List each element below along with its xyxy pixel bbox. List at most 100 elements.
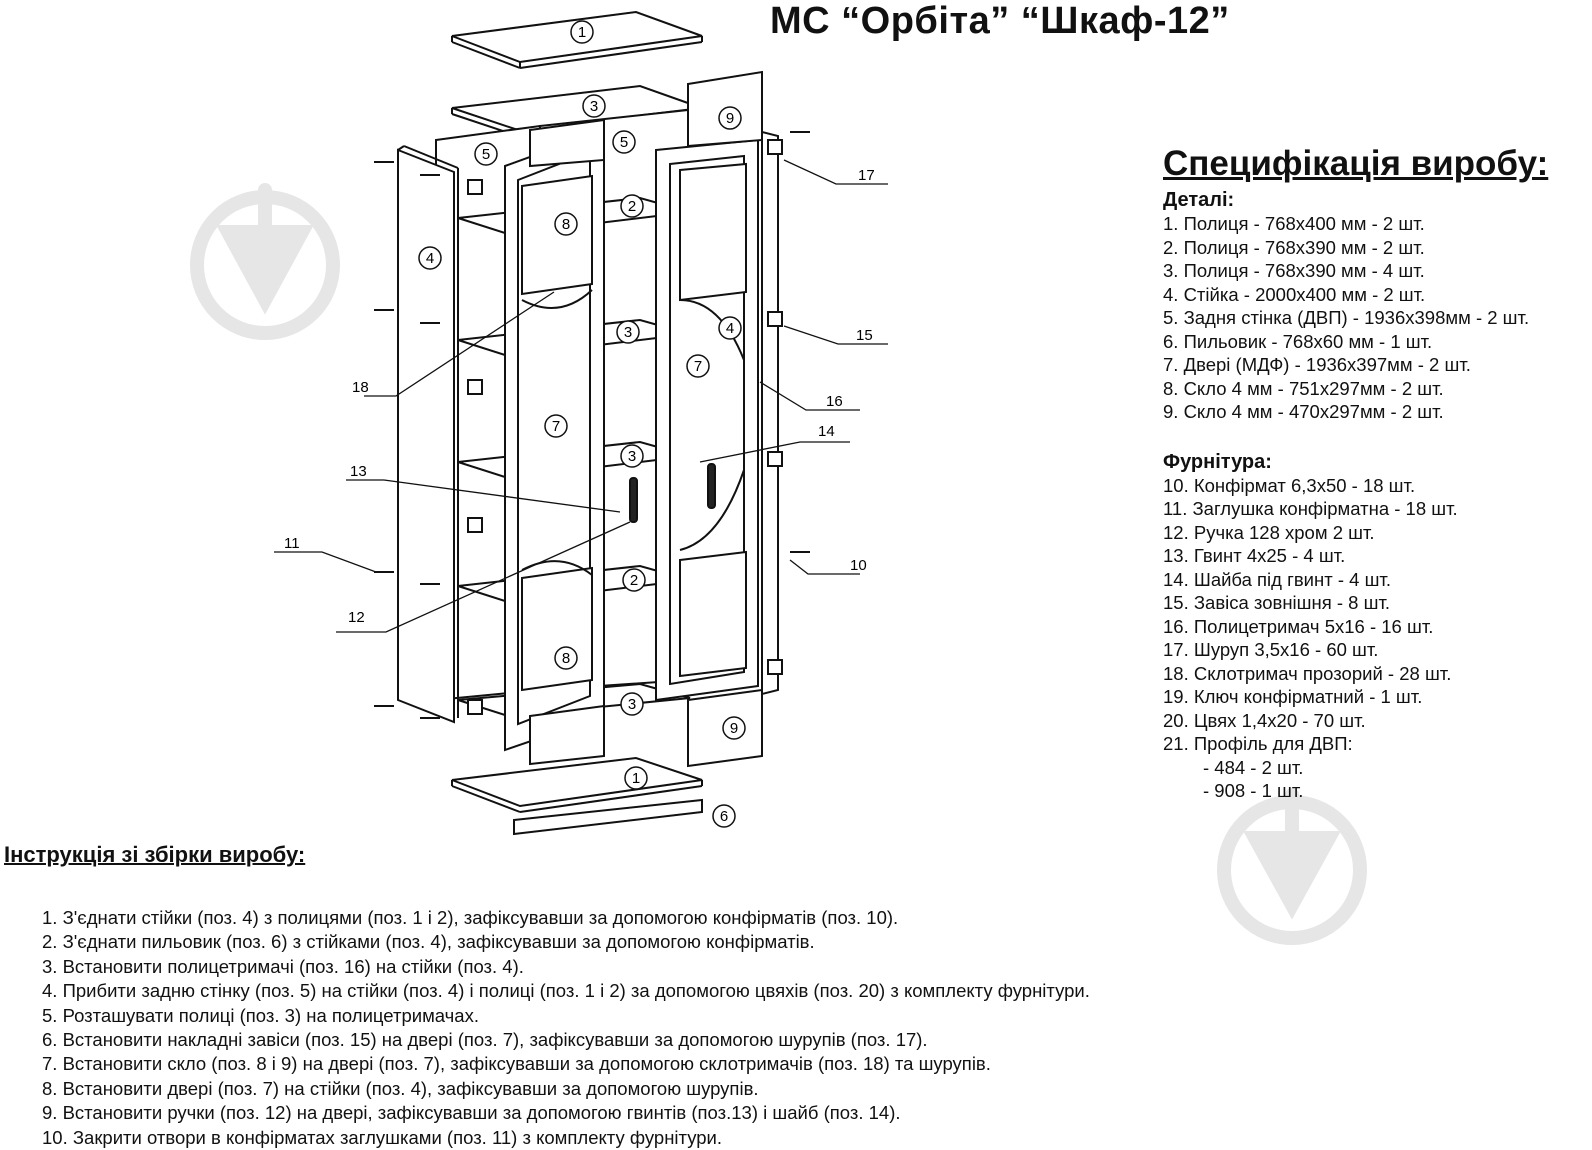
part-6-label: 6: [720, 808, 728, 825]
detail-item: 8. Скло 4 мм - 751х297мм - 2 шт.: [1163, 377, 1444, 399]
part-7-label: 7: [552, 418, 560, 435]
diagram-title: МС “Орбіта” “Шкаф-12”: [770, 0, 1230, 42]
hardware-subitem: - 908 - 1 шт.: [1203, 780, 1304, 801]
leader-lines: [274, 159, 888, 633]
part-9-label: 9: [730, 720, 738, 737]
part-5-label: 5: [482, 146, 490, 163]
callout-15: 15: [856, 327, 873, 344]
hardware-item: 12. Ручка 128 хром 2 шт.: [1163, 521, 1375, 543]
hardware-title: Фурнітура:: [1163, 450, 1272, 473]
hinge-4: [767, 659, 783, 675]
instruction-step: 4. Прибити задню стінку (поз. 5) на стій…: [42, 980, 1090, 1002]
specification-title: Специфікація виробу:: [1163, 144, 1549, 183]
door-curve-1: [521, 289, 593, 309]
details-list: 1. Полиця - 768х400 мм - 2 шт. 2. Полиця…: [1163, 212, 1588, 424]
hardware-item: 19. Ключ конфірматний - 1 шт.: [1163, 686, 1423, 707]
side-post-right: [761, 130, 779, 696]
detail-item: 3. Полиця - 768х390 мм - 4 шт.: [1163, 260, 1425, 281]
bracket-2: [467, 379, 483, 395]
detail-item: 4. Стійка - 2000х400 мм - 2 шт.: [1163, 283, 1426, 305]
part-3-label: 3: [590, 98, 598, 115]
part-4-label: 4: [426, 250, 434, 267]
callout-10: 10: [850, 557, 867, 574]
instruction-step: 10. Закрити отвори в конфірматах заглушк…: [42, 1126, 723, 1148]
instructions-title: Інструкція зі збірки виробу:: [4, 842, 306, 867]
glass-8-right-lower: [679, 550, 747, 678]
detail-item: 1. Полиця - 768х400 мм - 2 шт.: [1163, 213, 1425, 234]
watermark-logo-right: [1217, 788, 1367, 945]
glass-8-lower: [521, 566, 593, 692]
detail-item: 7. Двері (МДФ) - 1936х397мм - 2 шт.: [1163, 354, 1471, 375]
part-7-label: 7: [694, 358, 702, 375]
bracket-1: [467, 179, 483, 195]
glass-8-right-upper: [679, 162, 747, 302]
door-curve-3: [679, 299, 745, 361]
side-post-left: [397, 148, 455, 724]
specification-panel: Специфікація виробу: Деталі: 1. Полиця -…: [1163, 144, 1588, 803]
hardware-subitem: - 484 - 2 шт.: [1203, 756, 1304, 778]
hardware-list: 10. Конфірмат 6,3х50 - 18 шт. 11. Заглуш…: [1163, 474, 1588, 803]
bottom-panel: [451, 756, 703, 808]
hardware-item: 15. Завіса зовнішня - 8 шт.: [1163, 592, 1391, 613]
instructions-list: 1. З'єднати стійки (поз. 4) з полицями (…: [42, 906, 1090, 1150]
glass-8-upper: [521, 174, 593, 296]
part-8-label: 8: [562, 650, 570, 667]
handle-right: [707, 463, 716, 509]
callout-16: 16: [826, 393, 843, 410]
part-8-label: 8: [562, 216, 570, 233]
callout-12: 12: [348, 609, 365, 626]
back-panel-bottom-strip: [529, 704, 605, 766]
part-2-label: 2: [628, 198, 636, 215]
part-3-label: 3: [624, 324, 632, 341]
detail-item: 2. Полиця - 768х390 мм - 2 шт.: [1163, 236, 1425, 258]
part-3-label: 3: [628, 448, 636, 465]
hardware-item: 14. Шайба під гвинт - 4 шт.: [1163, 568, 1391, 590]
bracket-4: [467, 699, 483, 715]
hardware-item: 16. Полицетримач 5х16 - 16 шт.: [1163, 615, 1434, 637]
callout-14: 14: [818, 423, 835, 440]
details-title: Деталі:: [1163, 189, 1235, 211]
screws: [374, 131, 810, 719]
instruction-step: 8. Встановити двері (поз. 7) на стійки (…: [42, 1077, 759, 1099]
instructions-panel: Інструкція зі збірки виробу:: [4, 842, 305, 868]
detail-item: 5. Задня стінка (ДВП) - 1936х398мм - 2 ш…: [1163, 307, 1530, 328]
callout-11: 11: [284, 535, 300, 552]
plinth: [513, 798, 703, 836]
hinge-1: [767, 139, 783, 155]
part-9-label: 9: [726, 110, 734, 127]
door-curve-4: [679, 469, 745, 551]
part-5-label: 5: [620, 134, 628, 151]
part-2-label: 2: [630, 572, 638, 589]
instruction-step: 5. Розташувати полиці (поз. 3) на полице…: [42, 1004, 479, 1026]
callout-13: 13: [350, 463, 367, 480]
bracket-3: [467, 517, 483, 533]
callout-18: 18: [352, 379, 369, 396]
hardware-item: 18. Склотримач прозорий - 28 шт.: [1163, 662, 1452, 684]
hardware-item: 17. Шуруп 3,5х16 - 60 шт.: [1163, 639, 1379, 660]
glass-9-top-left: [529, 118, 605, 168]
hinge-3: [767, 451, 783, 467]
instruction-step: 7. Встановити скло (поз. 8 і 9) на двері…: [42, 1053, 991, 1075]
instruction-step: 9. Встановити ручки (поз. 12) на двері, …: [42, 1102, 901, 1124]
hinge-2: [767, 311, 783, 327]
detail-item: 9. Скло 4 мм - 470х297мм - 2 шт.: [1163, 401, 1444, 422]
instruction-step: 3. Встановити полицетримачі (поз. 16) на…: [42, 955, 524, 977]
hardware-item: 21. Профіль для ДВП:: [1163, 733, 1353, 754]
detail-item: 6. Пильовик - 768х60 мм - 1 шт.: [1163, 330, 1433, 352]
part-1-label: 1: [578, 24, 586, 41]
hardware-item: 20. Цвях 1,4х20 - 70 шт.: [1163, 709, 1366, 731]
part-3-label: 3: [628, 696, 636, 713]
handle-left: [629, 477, 638, 523]
hardware-item: 11. Заглушка конфірматна - 18 шт.: [1163, 498, 1458, 519]
door-curve-2: [521, 560, 593, 576]
instruction-step: 2. З'єднати пильовик (поз. 6) з стійками…: [42, 931, 815, 953]
hardware-item: 13. Гвинт 4х25 - 4 шт.: [1163, 545, 1346, 566]
part-4-label: 4: [726, 320, 734, 337]
instruction-step: 6. Встановити накладні завіси (поз. 15) …: [42, 1029, 928, 1051]
watermark-logo-left: [190, 183, 340, 340]
part-1-label: 1: [632, 770, 640, 787]
instruction-step: 1. З'єднати стійки (поз. 4) з полицями (…: [42, 907, 899, 928]
hardware-item: 10. Конфірмат 6,3х50 - 18 шт.: [1163, 474, 1416, 496]
callout-17: 17: [858, 167, 875, 184]
